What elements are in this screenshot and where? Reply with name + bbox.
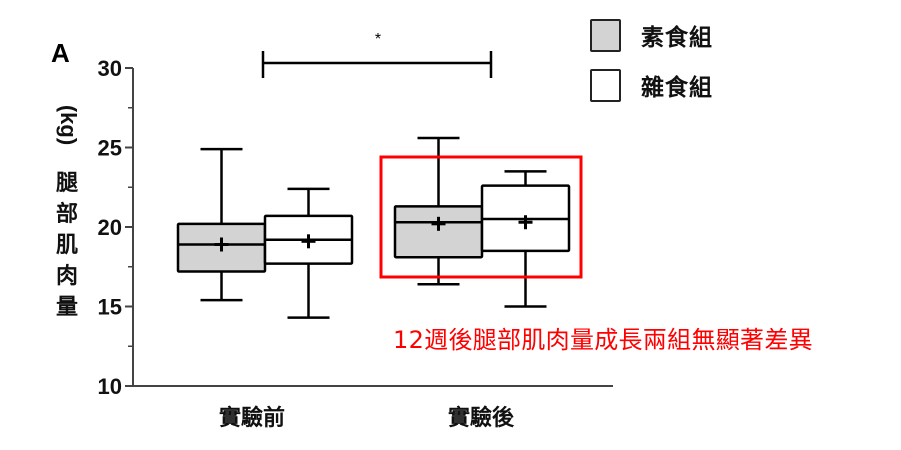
box (393, 205, 484, 259)
y-axis-unit-label: (kg) (56, 104, 81, 146)
annotation-text: 12週後腿部肌肉量成長兩組無顯著差異 (393, 326, 813, 354)
y-tick-label: 25 (98, 136, 122, 161)
y-tick-label: 20 (98, 215, 122, 240)
legend-swatch-white-icon (590, 68, 621, 102)
x-category-after: 實驗後 (447, 406, 514, 431)
x-category-before: 實驗前 (218, 406, 285, 431)
y-tick-label: 10 (98, 374, 122, 399)
legend-item-omnivore: 雜食組 (590, 67, 713, 103)
legend-item-vegetarian: 素食組 (590, 17, 713, 53)
legend-label: 素食組 (641, 25, 713, 51)
significance-star: * (375, 31, 381, 48)
y-tick-label: 15 (98, 295, 122, 320)
y-tick-label: 30 (98, 56, 122, 81)
y-axis-label: 腿部肌肉量 (55, 171, 78, 320)
panel-letter: A (51, 38, 70, 68)
legend-swatch-gray-icon (590, 18, 621, 52)
legend-label: 雜食組 (641, 75, 713, 101)
highlight-box (379, 155, 583, 279)
legend: 素食組 雜食組 (590, 17, 713, 117)
